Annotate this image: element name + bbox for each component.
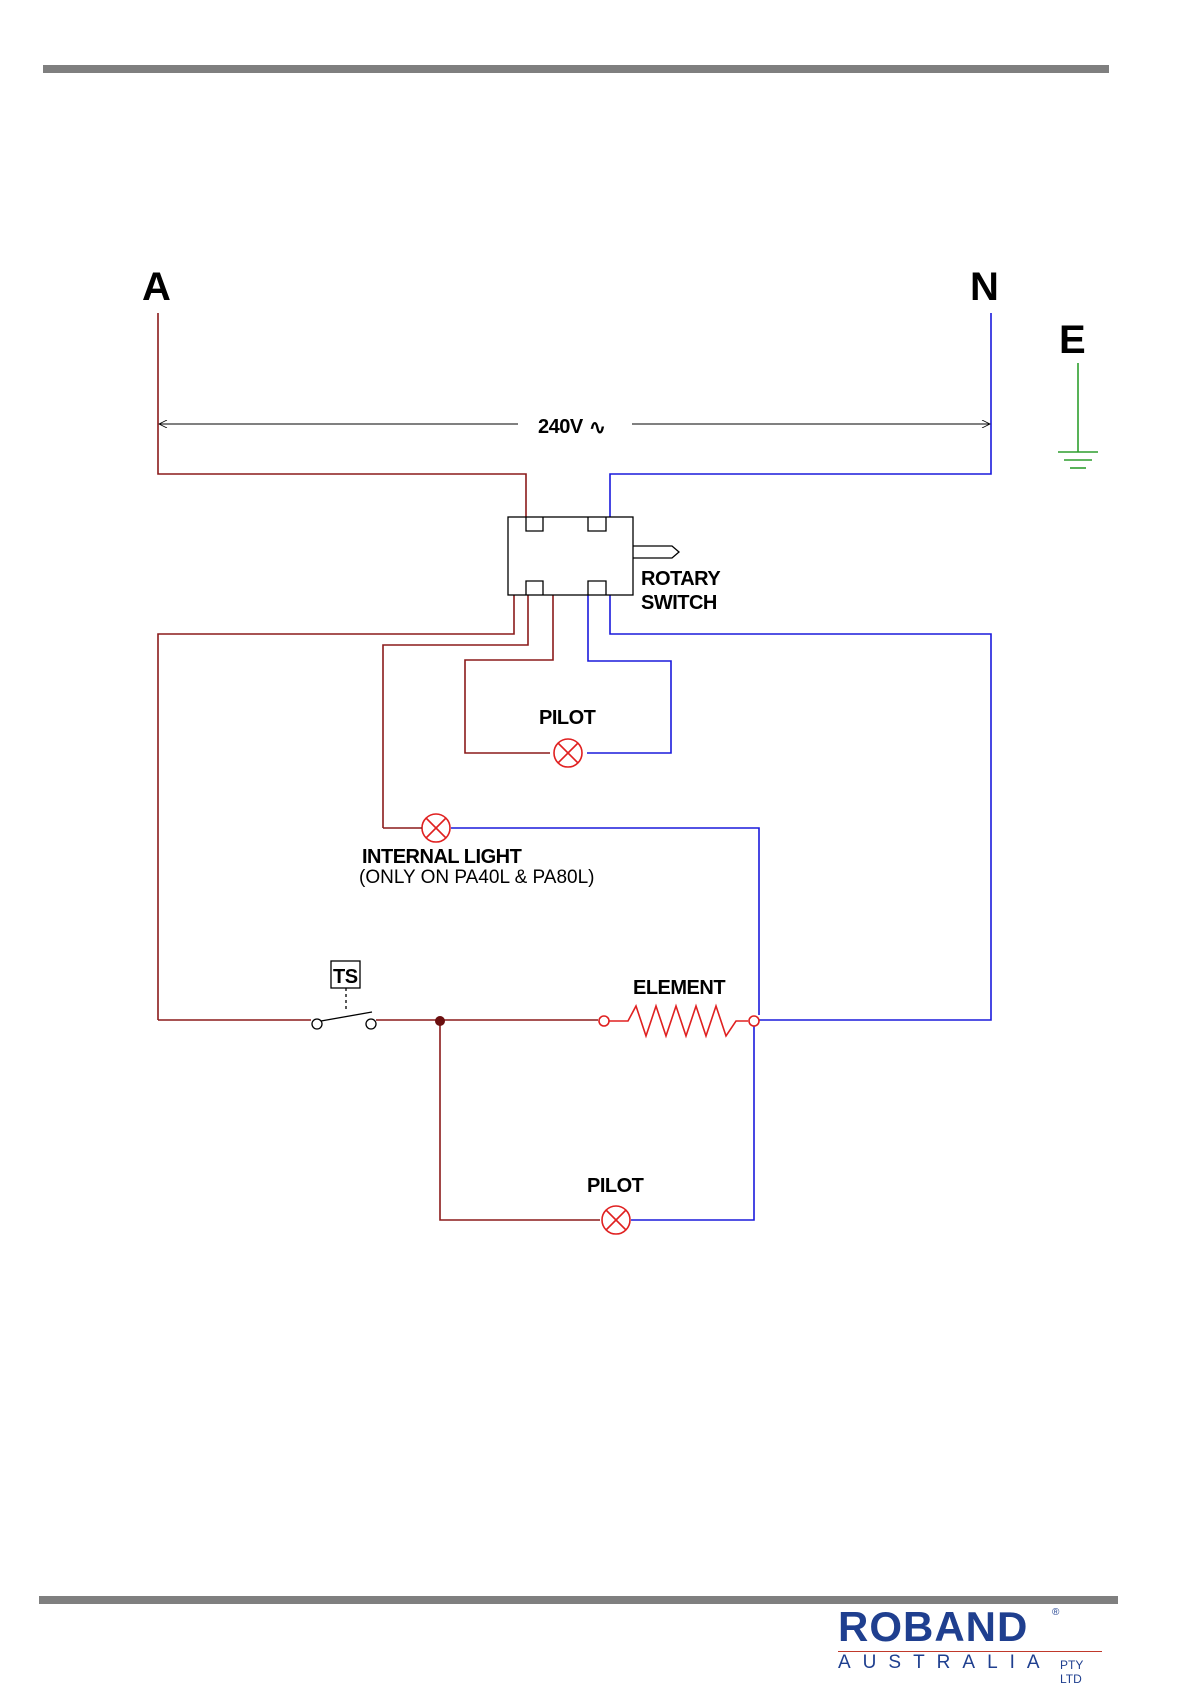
thermostat-label: TS	[333, 966, 358, 988]
pilot-bottom-label: PILOT	[587, 1175, 644, 1197]
element-resistor-icon	[599, 1006, 759, 1036]
terminal-neutral-label: N	[970, 265, 999, 309]
internal-light-note: (ONLY ON PA40L & PA80L)	[359, 867, 595, 888]
pilot-top-lamp-icon	[554, 739, 582, 767]
rotary-switch-label-line1: ROTARY	[641, 568, 721, 590]
active-wiring	[158, 313, 600, 1220]
pilot-bottom-lamp-icon	[602, 1206, 630, 1234]
terminal-active-label: A	[142, 265, 171, 309]
brand-country: AUSTRALIA	[838, 1652, 1052, 1674]
roband-logo: ROBAND ® AUSTRALIA PTY LTD	[838, 1605, 1108, 1675]
neutral-wiring	[451, 313, 991, 1220]
terminal-earth-label: E	[1059, 318, 1086, 362]
brand-name: ROBAND	[838, 1605, 1028, 1649]
internal-light-lamp-icon	[422, 814, 450, 842]
junction-dot	[435, 1016, 445, 1026]
internal-light-label: INTERNAL LIGHT	[362, 846, 522, 868]
ac-symbol: ∿	[589, 417, 605, 439]
voltage-dimension: 240V ∿	[159, 416, 990, 439]
pilot-top-label: PILOT	[539, 707, 596, 729]
rotary-switch-label-line2: SWITCH	[641, 592, 717, 614]
voltage-label: 240V	[538, 416, 584, 438]
element-label: ELEMENT	[633, 977, 725, 999]
brand-suffix: PTY LTD	[1060, 1658, 1108, 1686]
brand-registered-mark: ®	[1052, 1607, 1059, 1618]
earth-symbol	[1058, 363, 1098, 468]
